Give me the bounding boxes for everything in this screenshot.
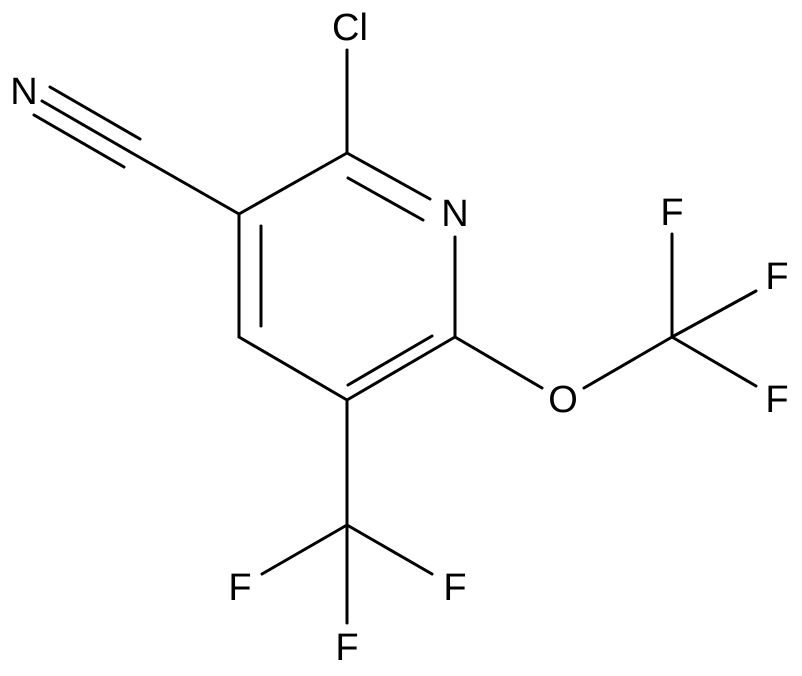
atom-n-nitrile: N — [10, 71, 37, 113]
bond-cn-triple-2 — [48, 85, 142, 141]
atom-f-ocf3-bottom: F — [765, 379, 788, 421]
bond-c2-c3 — [237, 151, 349, 216]
atom-f-cf3-left: F — [228, 567, 251, 609]
bond-cf3-f-left — [260, 523, 349, 576]
bond-c6-c5 — [345, 335, 457, 402]
bond-c2-n1 — [345, 151, 432, 201]
atom-f-cf3-bottom: F — [335, 627, 358, 669]
bond-c6-c5-inner — [346, 334, 434, 387]
atom-cl: Cl — [332, 7, 368, 49]
atom-o-ether: O — [548, 379, 578, 421]
atom-f-cf3-right: F — [443, 567, 466, 609]
atom-labels: Cl N N O F F F F F F — [10, 7, 788, 669]
bond-c5-c4 — [237, 335, 349, 402]
bond-c2-n1-inner — [346, 176, 425, 222]
bond-cf3-f-bottom — [670, 335, 758, 388]
bond-c3-cn — [130, 151, 241, 216]
bond-cf3-f-right2 — [345, 523, 434, 576]
bond-o-cf3 — [582, 335, 674, 390]
bond-cn-triple-1 — [40, 99, 134, 155]
bond-cn-triple-3 — [32, 113, 126, 169]
bond-c6-o — [453, 335, 544, 390]
atom-f-ocf3-top: F — [660, 192, 683, 234]
bond-cf3-f-right — [670, 289, 758, 339]
bonds — [32, 48, 758, 625]
atom-f-ocf3-right: F — [765, 256, 788, 298]
atom-n-ring: N — [441, 193, 468, 235]
